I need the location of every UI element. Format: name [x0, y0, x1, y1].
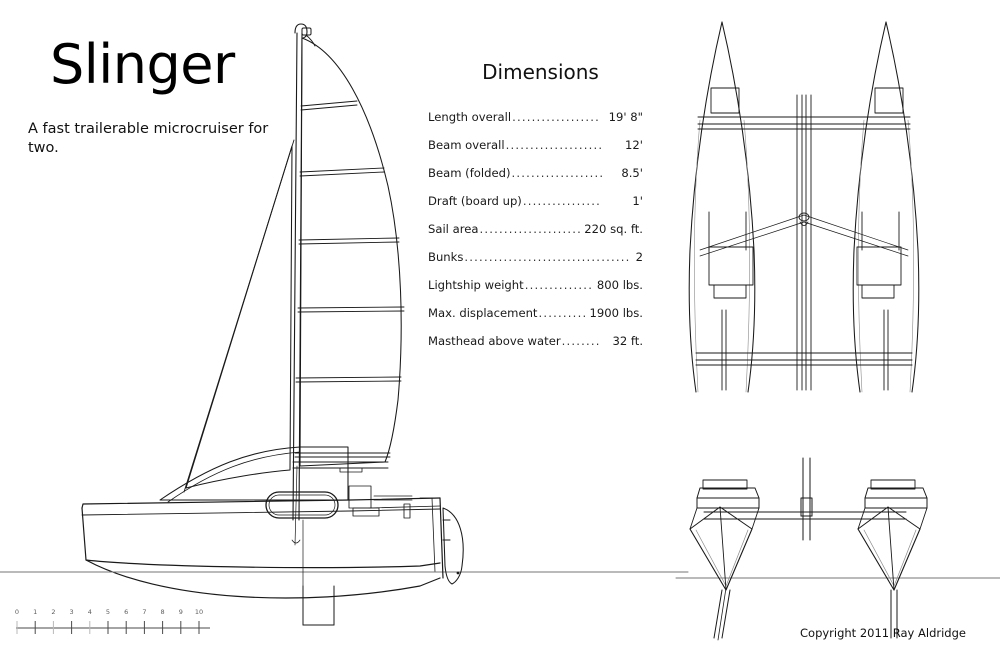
dimension-row: Masthead above water........ 32 ft.	[428, 334, 643, 348]
dimension-row: Beam overall.................... 12'	[428, 138, 643, 152]
dimension-leader: ............................	[479, 222, 582, 236]
mainsail	[299, 37, 402, 467]
cabin-window	[265, 491, 339, 519]
dimensions-heading: Dimensions	[482, 60, 599, 84]
dimension-row: Sail area............................220…	[428, 222, 643, 236]
bow-view-mast	[800, 457, 813, 541]
scale-tick-label: 5	[105, 608, 111, 616]
dimension-row: Lightship weight.................800 lbs…	[428, 278, 643, 292]
forestay	[183, 139, 295, 493]
dimension-label: Beam (folded)	[428, 166, 511, 180]
dimension-row: Max. displacement.............1900 lbs.	[428, 306, 643, 320]
mainsail-battens	[294, 100, 405, 458]
copyright-notice: Copyright 2011 Ray Aldridge	[800, 626, 966, 640]
deck-hatch-stbd	[874, 87, 904, 114]
dimension-leader: ..................................	[464, 250, 631, 264]
dimension-value: 2	[635, 250, 643, 264]
dimension-label: Sail area	[428, 222, 479, 236]
scale-tick-label: 1	[33, 608, 38, 616]
scale-tick-label: 6	[124, 608, 129, 616]
scale-tick-label: 7	[142, 608, 147, 616]
scale-bar-labels: 0 1 2 3 4 5 6 7 8 9 10	[14, 608, 214, 619]
dimension-value: 8.5'	[621, 166, 643, 180]
centerboard	[302, 519, 335, 626]
scale-bar-graphic	[16, 621, 210, 634]
dimension-leader: ...................	[511, 166, 605, 180]
dimension-leader: ................	[522, 194, 601, 208]
jib	[185, 145, 293, 489]
dimension-value: 220 sq. ft.	[584, 222, 643, 236]
plan-stay-lines	[699, 214, 909, 257]
dimension-leader: ..................	[512, 110, 601, 124]
scale-tick-label: 8	[160, 608, 165, 616]
dimension-value: 800 lbs.	[596, 278, 643, 292]
scale-tick-label: 10	[194, 608, 204, 616]
boom	[292, 461, 389, 473]
hull-profile	[81, 497, 444, 599]
deck-plan-view	[688, 21, 920, 393]
dimension-label: Lightship weight	[428, 278, 524, 292]
dimension-label: Max. displacement	[428, 306, 538, 320]
deck-plan-hull-stbd	[852, 21, 887, 393]
dimension-label: Length overall	[428, 110, 512, 124]
dimension-value: 1'	[632, 194, 643, 208]
rudder-profile	[442, 507, 464, 585]
deck-plan-forward-beam	[697, 116, 911, 130]
scale-bar: 0 1 2 3 4 5 6 7 8 9 10	[14, 608, 214, 638]
dimension-row: Draft (board up)................ 1'	[428, 194, 643, 208]
dimension-leader: ........	[561, 334, 601, 348]
deck-plan-hull-port	[688, 21, 723, 393]
scale-tick-label: 0	[14, 608, 20, 616]
dimensions-table: Dimensions Length overall...............…	[428, 60, 643, 362]
dimension-value: 1900 lbs.	[589, 306, 644, 320]
dimension-leader: .................	[524, 278, 594, 292]
cockpit-detail	[348, 485, 441, 519]
mast-step-line	[294, 465, 298, 546]
dimension-value: 19' 8"	[608, 110, 643, 124]
deck-hatch-port	[710, 87, 740, 114]
bow-view-hull-stbd	[857, 479, 928, 639]
page-title: Slinger	[50, 33, 235, 96]
dimensions-rows: Length overall.................. 19' 8" Be…	[428, 110, 643, 348]
subtitle: A fast trailerable microcruiser for two.	[28, 121, 269, 157]
scale-tick-label: 4	[87, 608, 92, 616]
scale-tick-label: 3	[69, 608, 74, 616]
dimension-row: Length overall.................. 19' 8"	[428, 110, 643, 124]
scale-tick-label: 2	[51, 608, 56, 616]
dimension-value: 12'	[625, 138, 643, 152]
dimension-label: Bunks	[428, 250, 464, 264]
deck-plan-centre-tube	[796, 94, 812, 391]
dimension-label: Masthead above water	[428, 334, 561, 348]
dimension-label: Beam overall	[428, 138, 505, 152]
masthead-crane	[294, 23, 316, 47]
dimension-leader: ....................	[505, 138, 604, 152]
bow-end-view	[689, 457, 928, 641]
deck-plan-aft-beam	[695, 352, 913, 366]
dimension-leader: .............	[538, 306, 586, 320]
bow-view-hull-port	[689, 479, 760, 641]
dimension-row: Bunks.................................. 2	[428, 250, 643, 264]
cabin-house	[159, 446, 349, 519]
dimension-row: Beam (folded)................... 8.5'	[428, 166, 643, 180]
dimension-label: Draft (board up)	[428, 194, 522, 208]
title-block: Slinger	[50, 38, 235, 92]
scale-tick-label: 9	[178, 608, 183, 616]
dimension-value: 32 ft.	[612, 334, 643, 348]
